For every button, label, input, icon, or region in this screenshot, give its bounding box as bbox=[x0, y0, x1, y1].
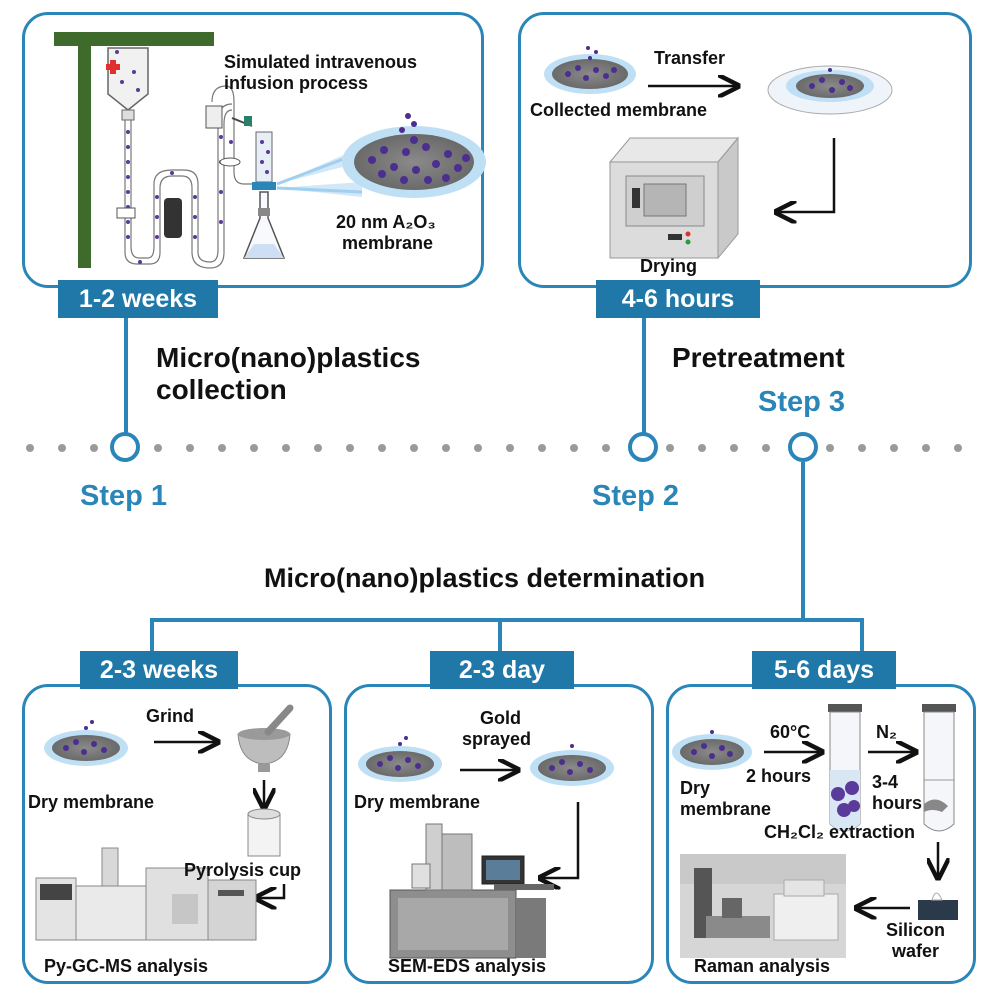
time-3-4-line2: hours bbox=[872, 793, 923, 813]
duration-badge-2-3-day: 2-3 day bbox=[430, 651, 574, 689]
timeline-dot bbox=[506, 444, 514, 452]
infusion-label-line2: infusion process bbox=[224, 73, 369, 93]
step-1-marker bbox=[110, 432, 140, 462]
branch-horizontal bbox=[150, 618, 864, 622]
timeline-dot bbox=[730, 444, 738, 452]
timeline-dot bbox=[282, 444, 290, 452]
branch-right bbox=[860, 618, 864, 658]
dry-membrane-3-line2: membrane bbox=[680, 799, 772, 819]
temp-label: 60°C bbox=[770, 722, 811, 742]
infusion-label: Simulated intravenous infusion process bbox=[224, 52, 417, 94]
pretreatment-caption: Pretreatment bbox=[672, 342, 845, 373]
silicon-wafer-line1: Silicon bbox=[886, 920, 946, 940]
timeline-dot bbox=[538, 444, 546, 452]
branch-left bbox=[150, 618, 154, 658]
timeline-dot bbox=[26, 444, 34, 452]
semeds-analysis-label: SEM-EDS analysis bbox=[388, 956, 547, 976]
timeline-dot bbox=[314, 444, 322, 452]
timeline-dot bbox=[90, 444, 98, 452]
duration-badge-5-6-days: 5-6 days bbox=[752, 651, 896, 689]
branch-middle bbox=[498, 618, 502, 658]
time-3-4-line1: 3-4 bbox=[872, 772, 899, 792]
step-2-marker bbox=[628, 432, 658, 462]
raman-illustration bbox=[672, 704, 958, 958]
duration-badge-2-3-weeks: 2-3 weeks bbox=[80, 651, 238, 689]
silicon-wafer-label: Silicon wafer bbox=[886, 920, 945, 962]
silicon-wafer-line2: wafer bbox=[891, 941, 940, 961]
connector-step1 bbox=[124, 318, 128, 434]
infusion-apparatus-illustration bbox=[54, 32, 486, 269]
membrane-label-line1: 20 nm A₂O₃ bbox=[336, 212, 436, 232]
pygcms-analysis-label: Py-GC-MS analysis bbox=[44, 956, 209, 976]
connector-step2 bbox=[642, 318, 646, 434]
timeline-dotted-line bbox=[26, 444, 962, 452]
timeline-dot bbox=[922, 444, 930, 452]
collection-caption-line2: collection bbox=[156, 374, 287, 405]
raman-analysis-label: Raman analysis bbox=[694, 956, 831, 976]
drying-label: Drying bbox=[640, 256, 698, 276]
gas-label: N₂ bbox=[876, 722, 897, 742]
collection-caption: Micro(nano)plastics collection bbox=[156, 342, 420, 406]
timeline-dot bbox=[58, 444, 66, 452]
duration-badge-1-2-weeks: 1-2 weeks bbox=[58, 280, 218, 318]
pyrolysis-cup-label: Pyrolysis cup bbox=[184, 860, 302, 880]
connector-step3 bbox=[801, 462, 805, 622]
timeline-dot bbox=[410, 444, 418, 452]
collection-caption-line1: Micro(nano)plastics bbox=[156, 342, 421, 373]
grind-label: Grind bbox=[146, 706, 194, 726]
timeline-dot bbox=[954, 444, 962, 452]
timeline-dot bbox=[666, 444, 674, 452]
dry-membrane-3-line1: Dry bbox=[680, 778, 711, 798]
gold-sprayed-label: Gold sprayed bbox=[462, 708, 531, 750]
gold-sprayed-line1: Gold bbox=[480, 708, 522, 728]
timeline-dot bbox=[762, 444, 770, 452]
duration-badge-4-6-hours: 4-6 hours bbox=[596, 280, 760, 318]
dry-membrane-label-3: Dry membrane bbox=[680, 778, 771, 820]
timeline-dot bbox=[442, 444, 450, 452]
timeline-dot bbox=[602, 444, 610, 452]
gold-sprayed-line2: sprayed bbox=[462, 729, 532, 749]
dry-membrane-label-2: Dry membrane bbox=[354, 792, 481, 812]
timeline-dot bbox=[698, 444, 706, 452]
timeline-dot bbox=[186, 444, 194, 452]
pygcms-illustration bbox=[35, 704, 294, 941]
pretreatment-illustration bbox=[544, 46, 893, 260]
step-2-label: Step 2 bbox=[592, 480, 680, 512]
determination-caption: Micro(nano)plastics determination bbox=[264, 563, 706, 593]
timeline-dot bbox=[858, 444, 866, 452]
membrane-label: 20 nm A₂O₃ membrane bbox=[336, 212, 436, 254]
collected-membrane-label: Collected membrane bbox=[530, 100, 708, 120]
time-2-hours-label: 2 hours bbox=[746, 766, 812, 786]
timeline-dot bbox=[378, 444, 386, 452]
transfer-label: Transfer bbox=[654, 48, 726, 68]
membrane-label-line2: membrane bbox=[342, 233, 434, 253]
timeline-dot bbox=[154, 444, 162, 452]
timeline-dot bbox=[346, 444, 354, 452]
timeline-dot bbox=[826, 444, 834, 452]
timeline-dot bbox=[570, 444, 578, 452]
step-3-label: Step 3 bbox=[758, 386, 846, 418]
timeline-dot bbox=[218, 444, 226, 452]
timeline-dot bbox=[250, 444, 258, 452]
dry-membrane-label-1: Dry membrane bbox=[28, 792, 155, 812]
infusion-label-line1: Simulated intravenous bbox=[224, 52, 418, 72]
semeds-illustration bbox=[358, 736, 614, 959]
step-1-label: Step 1 bbox=[80, 480, 168, 512]
timeline-dot bbox=[890, 444, 898, 452]
time-3-4-hours-label: 3-4 hours bbox=[872, 772, 922, 814]
step-3-marker bbox=[788, 432, 818, 462]
extraction-label: CH₂Cl₂ extraction bbox=[764, 822, 916, 842]
timeline-dot bbox=[474, 444, 482, 452]
